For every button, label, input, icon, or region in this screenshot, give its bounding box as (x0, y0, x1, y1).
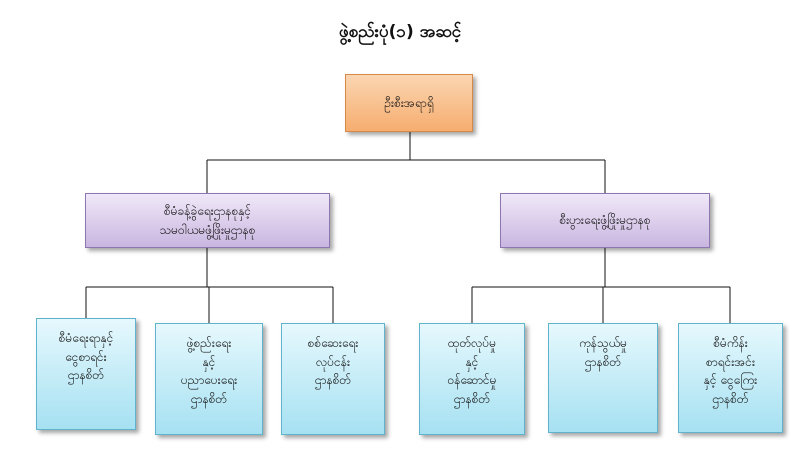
node-branch-admin-label: စီမံခန့်ခွဲရေးဌာနစုနှင့် သမဝါယမဖွံ့ဖြိုး… (159, 203, 256, 237)
node-root-label: ဦးစီးအရာရှိ (384, 95, 434, 110)
node-leaf-label: ဖွဲ့စည်းရေး နှင့် ပညာပေးရေး ဌာနစိတ် (180, 336, 238, 406)
node-leaf-label: စီမံကိန်း စာရင်းအင်း နှင့် ငွေကြေး ဌာနစိ… (703, 336, 758, 406)
node-leaf-admin-accounts: စီမံရေးရာနှင့် ငွေစာရင်း ဌာနစိတ် (36, 318, 136, 430)
node-branch-admin: စီမံခန့်ခွဲရေးဌာနစုနှင့် သမဝါယမဖွံ့ဖြိုး… (85, 193, 330, 248)
node-leaf-label: ထုတ်လုပ်မှု နှင့် ဝန်ဆောင်မှု ဌာနစိတ် (447, 336, 497, 406)
node-branch-economic: စီးပွားရေးဖွံ့ဖြိုးမှုဌာနစု (500, 193, 710, 248)
node-root: ဦးစီးအရာရှိ (345, 74, 473, 132)
node-leaf-inspection: စစ်ဆေးရေး လုပ်ငန်း ဌာနစိတ် (281, 323, 385, 435)
node-leaf-planning-finance: စီမံကိန်း စာရင်းအင်း နှင့် ငွေကြေး ဌာနစိ… (678, 323, 783, 433)
node-leaf-label: စစ်ဆေးရေး လုပ်ငန်း ဌာနစိတ် (307, 336, 359, 388)
node-leaf-trade: ကုန်သွယ်မှု ဌာနစိတ် (548, 323, 658, 433)
node-branch-economic-label: စီးပွားရေးဖွံ့ဖြိုးမှုဌာနစု (559, 213, 651, 228)
node-leaf-production-services: ထုတ်လုပ်မှု နှင့် ဝန်ဆောင်မှု ဌာနစိတ် (419, 323, 525, 435)
node-leaf-label: စီမံရေးရာနှင့် ငွေစာရင်း ဌာနစိတ် (58, 331, 114, 383)
chart-title: ဖွဲ့စည်းပုံ(၁) အဆင့် (338, 22, 462, 42)
node-leaf-organization-education: ဖွဲ့စည်းရေး နှင့် ပညာပေးရေး ဌာနစိတ် (155, 323, 263, 435)
node-leaf-label: ကုန်သွယ်မှု ဌာနစိတ် (578, 336, 628, 369)
